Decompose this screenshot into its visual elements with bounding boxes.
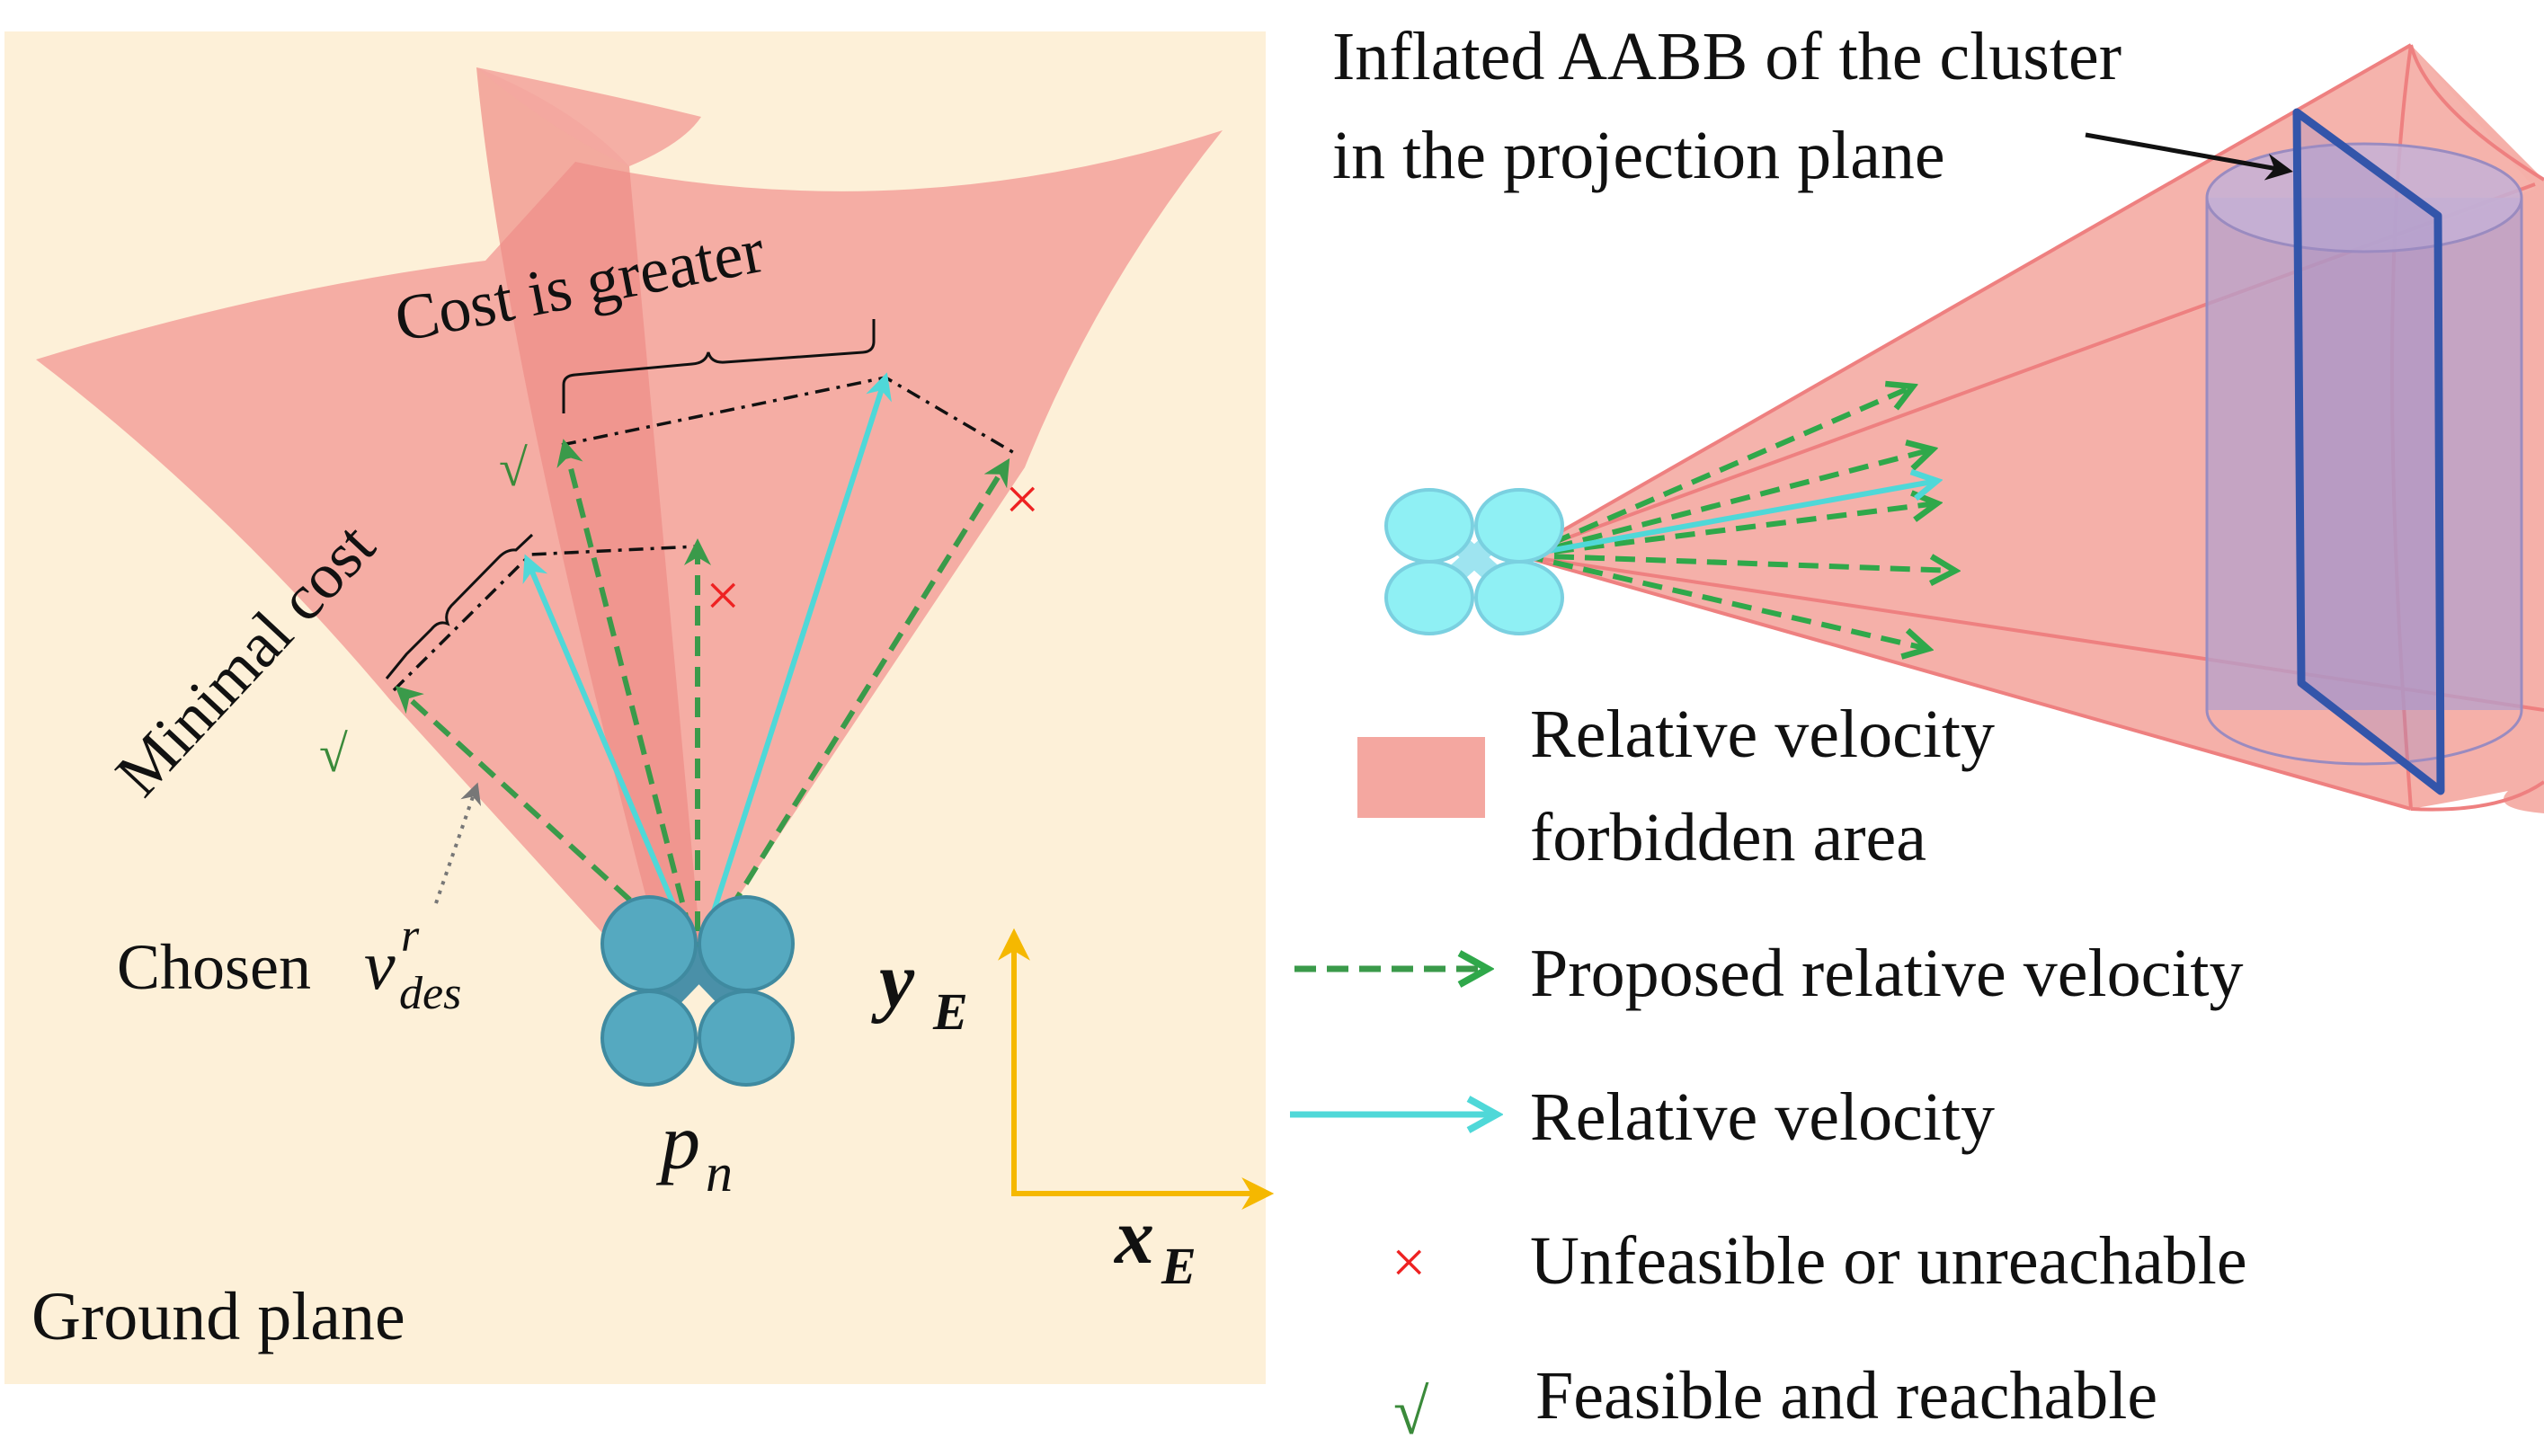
aabb-callout-arrow bbox=[2085, 132, 2293, 181]
relative-arrow-2 bbox=[695, 372, 892, 963]
relative-velocity-arrow-3d bbox=[1523, 481, 1937, 558]
drone-position-subscript: n bbox=[706, 1143, 733, 1203]
drone-right-icon bbox=[1384, 488, 1564, 635]
legend-item-forbidden-area: Relative velocity forbidden area bbox=[1357, 697, 1995, 875]
legend-item-unfeasible: × Unfeasible or unreachable bbox=[1392, 1223, 2247, 1299]
check-mark-top: √ bbox=[499, 439, 528, 497]
legend-check-icon: √ bbox=[1393, 1376, 1429, 1448]
legend-item-feasible: √ Feasible and reachable bbox=[1393, 1358, 2157, 1448]
ground-plane-label: Ground plane bbox=[31, 1279, 405, 1354]
axis-x-subscript: E bbox=[1161, 1237, 1196, 1295]
chosen-subscript: des bbox=[399, 968, 461, 1019]
legend-item-proposed-velocity: Proposed relative velocity bbox=[1294, 936, 2244, 1011]
relative-velocity-arrows bbox=[522, 372, 892, 963]
earth-axes bbox=[998, 928, 1275, 1210]
inflated-aabb-plane bbox=[2292, 108, 2445, 795]
aabb-callout-line1: Inflated AABB of the cluster bbox=[1332, 19, 2121, 94]
legend-unfeasible-label: Unfeasible or unreachable bbox=[1530, 1223, 2247, 1299]
aabb-callout-line2: in the projection plane bbox=[1332, 118, 1945, 193]
forbidden-area-ribbon-top bbox=[476, 67, 701, 166]
cross-mark-middle: × bbox=[706, 561, 740, 629]
cost-line-minimal bbox=[392, 545, 698, 692]
cluster-cylinder bbox=[2205, 142, 2523, 766]
braces bbox=[385, 319, 876, 679]
axis-y-subscript: E bbox=[932, 982, 968, 1041]
chosen-label: Chosen bbox=[117, 931, 311, 1003]
check-mark-left: √ bbox=[319, 724, 348, 783]
left-panel: √ √ × × Cost is greater Minimal cost Cho… bbox=[4, 31, 1275, 1384]
drone-position-symbol: p bbox=[655, 1099, 700, 1186]
chosen-pointer bbox=[434, 782, 482, 904]
proposed-velocity-arrows-3d bbox=[1522, 386, 1955, 649]
chosen-superscript: r bbox=[401, 910, 420, 962]
axis-x-label: x bbox=[1113, 1194, 1154, 1281]
legend-item-relative-velocity: Relative velocity bbox=[1290, 1079, 1995, 1155]
right-panel: Inflated AABB of the cluster in the proj… bbox=[1332, 19, 2544, 813]
legend: Relative velocity forbidden area Propose… bbox=[1290, 697, 2247, 1448]
legend-forbidden-swatch bbox=[1357, 737, 1485, 818]
brace-greater bbox=[562, 319, 876, 413]
legend-feasible-label: Feasible and reachable bbox=[1535, 1358, 2157, 1434]
legend-proposed-label: Proposed relative velocity bbox=[1530, 936, 2244, 1011]
legend-relative-label: Relative velocity bbox=[1530, 1079, 1995, 1155]
legend-forbidden-line1: Relative velocity bbox=[1530, 697, 1995, 772]
proposed-arrow-4 bbox=[695, 457, 1010, 963]
drone-left-icon bbox=[600, 895, 795, 1087]
forbidden-area-back-ribbon bbox=[476, 67, 701, 953]
legend-forbidden-line2: forbidden area bbox=[1530, 800, 1926, 875]
cross-mark-right: × bbox=[1005, 465, 1039, 533]
axis-y-label: y bbox=[871, 937, 915, 1025]
brace-minimal bbox=[385, 533, 534, 679]
proposed-arrow-2 bbox=[556, 439, 700, 963]
legend-cross-icon: × bbox=[1392, 1228, 1426, 1296]
relative-arrow-1 bbox=[522, 554, 700, 963]
chosen-symbol: v bbox=[364, 926, 396, 1004]
